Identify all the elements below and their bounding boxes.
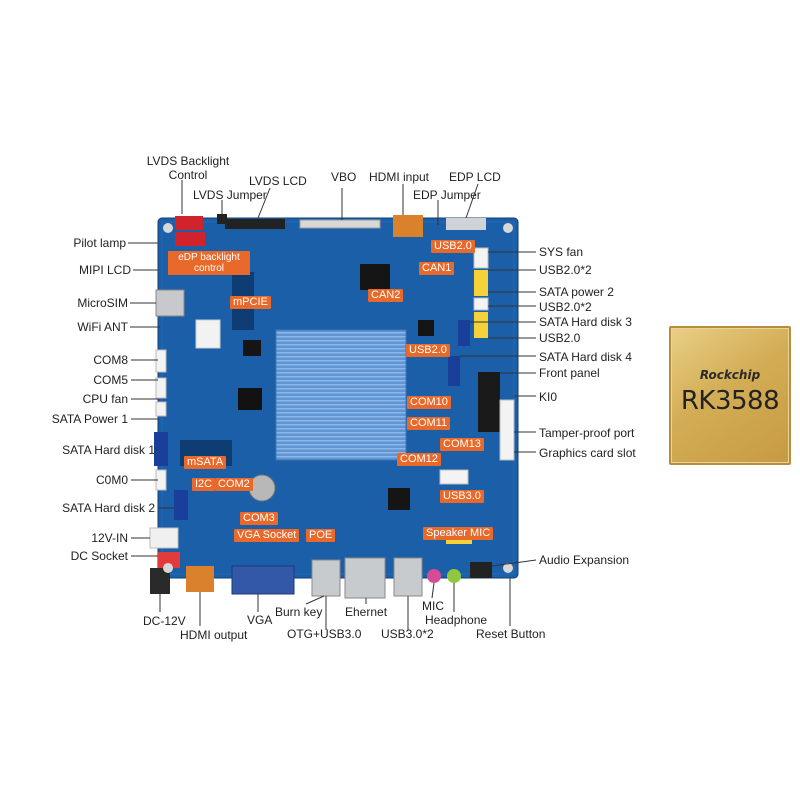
tag-mpcie: mPCIE [230, 296, 271, 309]
tag-can2: CAN2 [368, 289, 404, 302]
label-sata-hard-disk-1: SATA Hard disk 1 [62, 443, 155, 457]
label-pilot-lamp: Pilot lamp [73, 236, 126, 250]
tag-poe: POE [306, 529, 336, 542]
label-dc-socket: DC Socket [70, 549, 128, 563]
lvds-backlight-connector [175, 216, 203, 230]
label-microsim: MicroSIM [77, 296, 128, 310]
label-com5: COM5 [93, 373, 128, 387]
chip-brand: Rockchip [699, 368, 761, 382]
hdmi-input-connector [393, 215, 423, 237]
label-reset-button: Reset Button [476, 627, 546, 641]
label-sata-hard-disk-2: SATA Hard disk 2 [62, 501, 155, 515]
lvds-lcd-connector [225, 219, 285, 229]
label-vbo: VBO [331, 170, 357, 184]
label-sata-hard-disk-4: SATA Hard disk 4 [539, 350, 632, 364]
cpu-heatsink [275, 329, 407, 461]
label-tamper-proof-port: Tamper-proof port [539, 426, 635, 440]
label-otg-usb3: OTG+USB3.0 [287, 627, 362, 641]
label-mipi-lcd: MIPI LCD [78, 263, 131, 277]
label-mic: MIC [422, 599, 444, 613]
label-com0: C0M0 [95, 473, 128, 487]
label-sata-power-2: SATA power 2 [539, 285, 614, 299]
tag-i2c: I2C [192, 478, 216, 491]
label-front-panel: Front panel [539, 366, 600, 380]
vga-port [231, 565, 295, 595]
tag-com11: COM11 [407, 417, 451, 430]
tag-com3: COM3 [240, 512, 278, 525]
label-hdmi-input: HDMI input [369, 170, 430, 184]
sata-port-4 [448, 356, 460, 386]
tag-msata: mSATA [184, 456, 227, 469]
sata-port-1 [154, 432, 168, 466]
tag-edp-backlight: eDP backlight control [168, 251, 250, 275]
label-hdmi-output: HDMI output [180, 628, 248, 642]
label-lvds-backlight-line1: LVDS Backlight [146, 154, 230, 168]
label-lvds-backlight-line2: Control [168, 168, 208, 182]
label-sata-hard-disk-3: SATA Hard disk 3 [539, 315, 632, 329]
sata-port-2 [174, 490, 188, 520]
label-kio: KI0 [539, 390, 558, 404]
label-lvds-lcd: LVDS LCD [249, 174, 307, 188]
chip-model: RK3588 [680, 386, 780, 416]
label-lvds-jumper: LVDS Jumper [193, 188, 267, 202]
label-cpu-fan: CPU fan [82, 392, 128, 406]
hdmi-output-port [186, 566, 214, 592]
tag-com13: COM13 [440, 438, 484, 451]
tag-com10: COM10 [407, 396, 451, 409]
label-usb2-x2-b: USB2.0*2 [539, 300, 592, 314]
label-headphone: Headphone [425, 613, 488, 627]
label-ethernet: Ehernet [345, 605, 388, 619]
label-com8: COM8 [93, 353, 128, 367]
ethernet-port [344, 557, 386, 599]
label-wifi-ant: WiFi ANT [77, 320, 128, 334]
label-sys-fan: SYS fan [539, 245, 584, 259]
tag-can1: CAN1 [419, 262, 455, 275]
tag-usb20-mid: USB2.0 [406, 344, 450, 357]
label-edp-jumper: EDP Jumper [413, 188, 481, 202]
tag-usb20-top: USB2.0 [431, 240, 475, 253]
leader-lines [128, 180, 537, 630]
label-edp-lcd: EDP LCD [449, 170, 501, 184]
tag-com12: COM12 [397, 453, 441, 466]
label-usb3-x2: USB3.0*2 [381, 627, 434, 641]
label-burn-key: Burn key [275, 605, 323, 619]
label-lvds-backlight: LVDS Backlight Control [138, 154, 238, 182]
label-usb2-x2-a: USB2.0*2 [539, 263, 592, 277]
label-dc-12v: DC-12V [143, 614, 186, 628]
dc-socket [150, 568, 170, 594]
tag-edp-backlight-line1: eDP backlight [178, 252, 240, 263]
dc-in-connector [149, 527, 179, 549]
rtc-battery [248, 474, 276, 502]
tag-usb30: USB3.0 [440, 490, 484, 503]
label-12v-in: 12V-IN [91, 531, 128, 545]
label-vga: VGA [247, 613, 273, 627]
microsim-slot [155, 289, 185, 317]
tag-vga-socket: VGA Socket [234, 529, 300, 542]
label-sata-power-1: SATA Power 1 [51, 412, 128, 426]
tag-edp-backlight-line2: control [193, 263, 224, 274]
label-graphics-card-slot: Graphics card slot [539, 446, 636, 460]
vbo-connector [299, 219, 381, 229]
rockchip-rk3588-chip: Rockchip RK3588 [669, 326, 791, 465]
label-usb2: USB2.0 [539, 331, 581, 345]
tag-com2: COM2 [215, 478, 253, 491]
tag-speaker-mic: Speaker MIC [423, 527, 494, 540]
label-audio-expansion: Audio Expansion [539, 553, 630, 567]
